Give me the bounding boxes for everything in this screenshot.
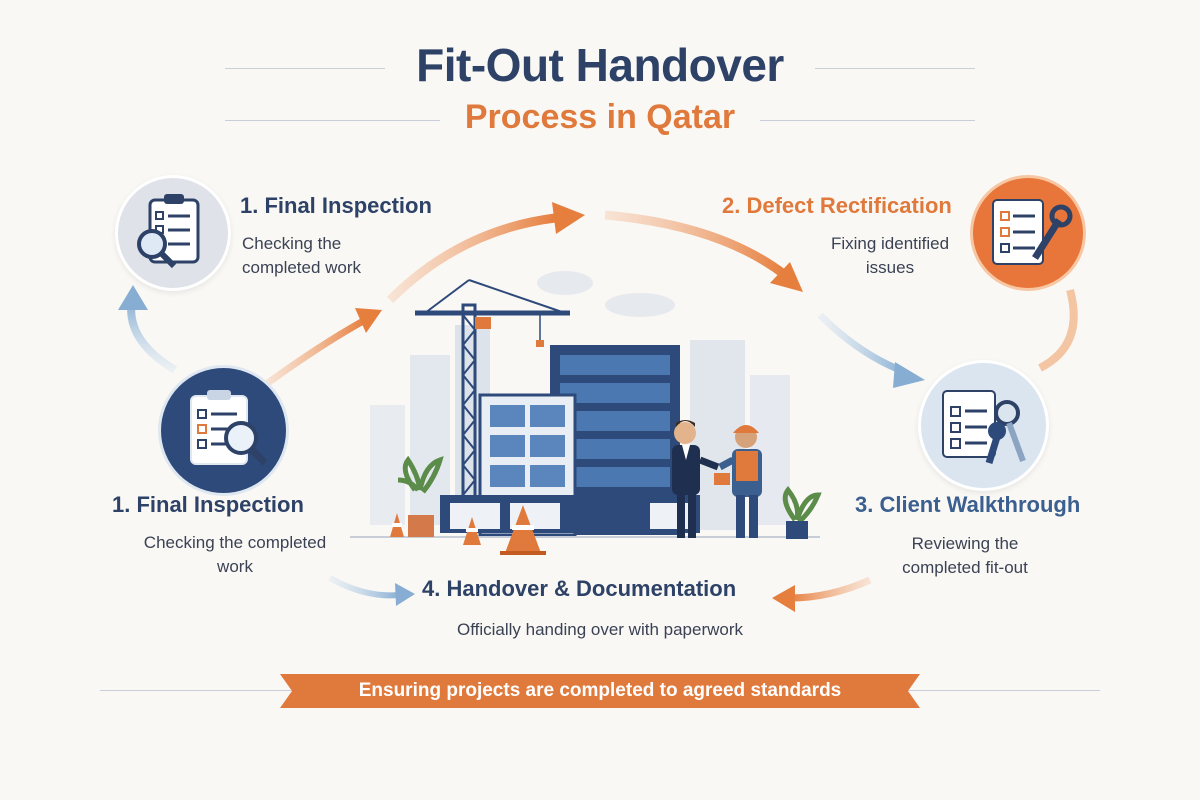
step-1-left-title: 1. Final Inspection bbox=[112, 492, 304, 517]
title-divider-right bbox=[815, 68, 975, 69]
step-3-title: 3. Client Walkthrough bbox=[855, 492, 1081, 517]
office-building-icon bbox=[440, 345, 700, 537]
banner-divider-right bbox=[905, 690, 1100, 691]
step-1-left-description: Checking the completed work bbox=[143, 533, 327, 576]
arrow-left-up bbox=[262, 316, 367, 388]
step-1-top-circle bbox=[115, 175, 231, 291]
step-4-description: Officially handing over with paperwork bbox=[457, 620, 743, 639]
step-1-top-title: 1. Final Inspection bbox=[240, 193, 432, 218]
step-3-circle bbox=[918, 360, 1049, 491]
step-2-description: Fixing identified issues bbox=[830, 234, 950, 277]
traffic-cone-icon bbox=[390, 505, 546, 555]
potted-plant-icon bbox=[397, 455, 444, 537]
subtitle-divider-right bbox=[760, 120, 975, 121]
construction-scene-illustration bbox=[350, 271, 822, 555]
banner-ribbon bbox=[280, 674, 920, 708]
arrow-top-right bbox=[604, 210, 788, 279]
checklist-keys-icon bbox=[942, 390, 1026, 465]
arrow-left-up-blue bbox=[127, 299, 178, 374]
businessman-icon bbox=[672, 420, 720, 538]
step-2-title: 2. Defect Rectification bbox=[722, 193, 952, 218]
clipboard-magnifier-icon bbox=[137, 194, 200, 269]
step-1-top-description: Checking the completed work bbox=[242, 234, 362, 277]
arrow-to-step-2 bbox=[386, 213, 556, 304]
subtitle-divider-left bbox=[225, 120, 440, 121]
clipboard-magnifier-icon bbox=[190, 390, 268, 466]
step-1-left-circle bbox=[158, 365, 289, 496]
page-subtitle: Process in Qatar bbox=[464, 98, 736, 136]
construction-worker-icon bbox=[714, 425, 762, 538]
potted-plant-icon bbox=[782, 485, 822, 539]
step-3-description: Reviewing the completed fit-out bbox=[902, 534, 1028, 577]
title-divider-left bbox=[225, 68, 385, 69]
banner-text: Ensuring projects are completed to agree… bbox=[358, 680, 842, 701]
step-2-circle bbox=[970, 175, 1086, 291]
arrow-right-down bbox=[1038, 288, 1078, 372]
checklist-wrench-icon bbox=[992, 199, 1073, 265]
arrow-step-3-to-4 bbox=[789, 576, 872, 602]
crane-icon bbox=[415, 279, 570, 517]
arrow-to-step-4 bbox=[328, 575, 401, 599]
page-title: Fit-Out Handover bbox=[416, 39, 784, 91]
step-4-title: 4. Handover & Documentation bbox=[422, 576, 737, 601]
banner-divider-left bbox=[100, 690, 295, 691]
